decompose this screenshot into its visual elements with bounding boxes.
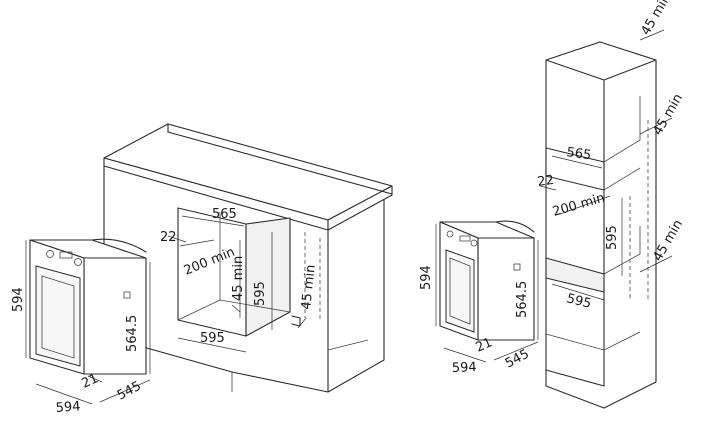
label-left-oven-height: 594 xyxy=(11,287,26,312)
label-right-oven-depth: 545 xyxy=(503,347,532,372)
left-oven: 594 594 545 21 564.5 xyxy=(11,238,151,416)
label-niche-width-bottom: 595 xyxy=(200,331,225,346)
label-column-niche-bottom: 595 xyxy=(565,291,593,312)
left-oven-knob-2 xyxy=(74,258,82,266)
right-oven-window xyxy=(445,249,475,333)
label-right-oven-width: 594 xyxy=(452,360,477,376)
worktop-side xyxy=(327,185,393,231)
right-oven: 594 594 545 21 564.5 xyxy=(419,220,539,376)
label-vent-front: 45 min xyxy=(231,256,246,301)
left-oven-display xyxy=(59,251,73,259)
label-column-niche-height: 595 xyxy=(605,225,620,250)
label-column-niche-depth: 200 min xyxy=(551,191,607,220)
label-left-oven-front: 21 xyxy=(80,371,101,391)
label-column-vent-top: 45 min xyxy=(638,0,674,38)
label-niche-height: 595 xyxy=(253,281,268,306)
label-panel-gap: 22 xyxy=(160,230,177,245)
label-right-oven-body: 564.5 xyxy=(515,281,530,318)
label-column-niche-top: 565 xyxy=(565,145,592,163)
right-oven-display xyxy=(459,235,471,242)
right-oven-knob-1 xyxy=(446,230,454,238)
left-oven-window xyxy=(35,265,81,367)
label-niche-width-top: 565 xyxy=(212,207,237,222)
label-right-oven-height: 594 xyxy=(419,265,434,290)
label-column-panel-gap: 22 xyxy=(536,173,554,190)
label-left-oven-body: 564.5 xyxy=(125,315,140,352)
column-shelf-lower xyxy=(545,257,605,293)
label-right-oven-front: 21 xyxy=(474,335,495,355)
undercounter-cabinet: 565 595 22 200 min 45 min 595 45 min xyxy=(103,123,393,393)
niche-side xyxy=(245,217,291,337)
label-vent-rear: 45 min xyxy=(299,264,319,311)
label-left-oven-width: 594 xyxy=(55,399,81,416)
tall-column: 565 595 22 200 min 595 45 min 45 min 45 … xyxy=(536,0,686,409)
column-top xyxy=(545,41,657,81)
label-left-oven-depth: 545 xyxy=(115,379,144,404)
right-oven-knob-2 xyxy=(470,239,478,247)
left-oven-knob-1 xyxy=(46,250,54,258)
